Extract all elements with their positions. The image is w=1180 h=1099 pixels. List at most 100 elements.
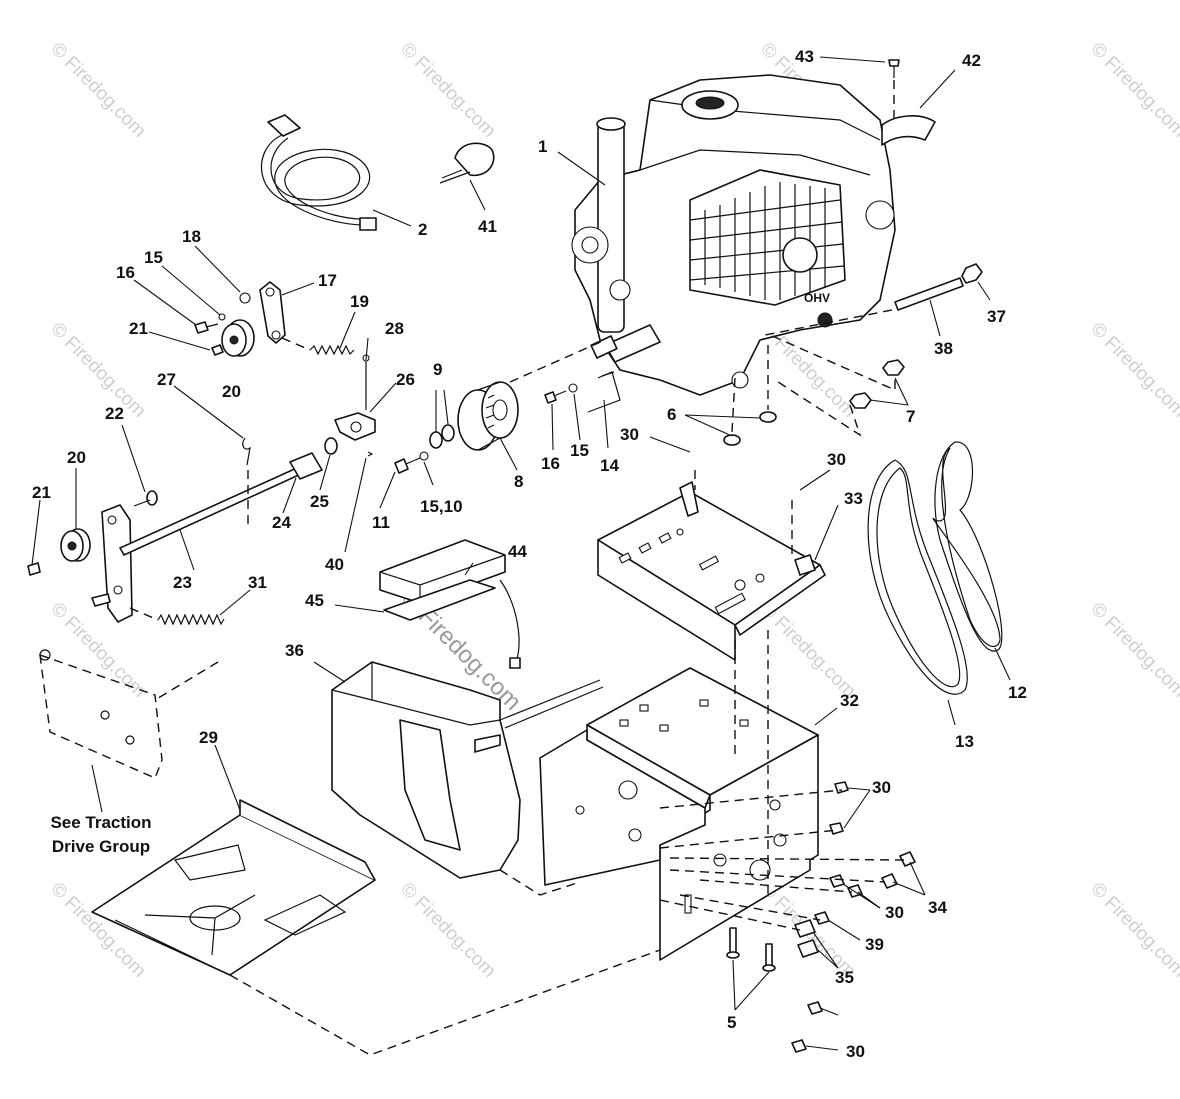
callout-29: 29 bbox=[199, 728, 218, 747]
callout-7: 7 bbox=[906, 407, 915, 426]
callout-11: 11 bbox=[372, 513, 390, 532]
star-washers-6 bbox=[723, 411, 777, 446]
watermark: © Firedog.com bbox=[1086, 599, 1180, 702]
callout-5: 5 bbox=[727, 1013, 736, 1032]
washer-15-10 bbox=[419, 451, 429, 461]
ignition-key bbox=[439, 142, 495, 184]
callout-18: 18 bbox=[182, 227, 201, 246]
callout-12: 12 bbox=[1008, 683, 1027, 702]
callout-16b: 16 bbox=[541, 454, 560, 473]
extension-cord bbox=[260, 114, 377, 231]
callout-36: 36 bbox=[285, 641, 304, 660]
bolt-22 bbox=[133, 490, 158, 507]
callout-41: 41 bbox=[478, 217, 497, 236]
callout-23: 23 bbox=[173, 573, 192, 592]
callout-16a: 16 bbox=[116, 263, 135, 282]
rod-38 bbox=[894, 263, 983, 311]
callout-19: 19 bbox=[350, 292, 369, 311]
watermark: © Firedog.com bbox=[1086, 319, 1180, 422]
nut-21 bbox=[27, 562, 41, 576]
hardware-right bbox=[726, 781, 916, 1053]
watermark: © Firedog.com bbox=[1086, 39, 1180, 142]
callout-44: 44 bbox=[508, 542, 527, 561]
small-hardware bbox=[194, 292, 251, 356]
idler-bracket bbox=[259, 281, 286, 344]
callout-27: 27 bbox=[157, 370, 176, 389]
washer-15 bbox=[568, 383, 578, 393]
callout-45: 45 bbox=[305, 591, 324, 610]
housing-36 bbox=[331, 661, 604, 879]
watermark: © Firedog.com bbox=[46, 599, 149, 702]
air-filter-44 bbox=[379, 539, 521, 669]
belt-13 bbox=[867, 459, 968, 695]
washers-9 bbox=[429, 424, 455, 449]
callout-28: 28 bbox=[385, 319, 404, 338]
nut-37 bbox=[961, 263, 983, 284]
callout-30c: 30 bbox=[872, 778, 891, 797]
callout-32: 32 bbox=[840, 691, 859, 710]
callout-31: 31 bbox=[248, 573, 267, 592]
callout-25: 25 bbox=[310, 492, 329, 511]
callout-15a: 15 bbox=[144, 248, 163, 267]
traction-drive-note: See Traction Drive Group bbox=[50, 813, 151, 856]
callout-33: 33 bbox=[844, 489, 863, 508]
callout-2: 2 bbox=[418, 220, 427, 239]
cotter-pin-27 bbox=[242, 437, 251, 466]
callout-21b: 21 bbox=[32, 483, 51, 502]
frame-32 bbox=[539, 667, 819, 961]
belt-12 bbox=[932, 441, 1003, 652]
callout-20a: 20 bbox=[222, 382, 241, 401]
watermark: © Firedog.com bbox=[756, 599, 859, 702]
drive-pulley bbox=[457, 381, 519, 451]
callout-30e: 30 bbox=[846, 1042, 865, 1061]
note-line-1: See Traction bbox=[50, 813, 151, 832]
traction-drive-plate bbox=[39, 649, 163, 779]
bolt-11 bbox=[394, 457, 421, 474]
pin-28 bbox=[362, 354, 370, 410]
pulley-20 bbox=[60, 528, 91, 562]
callout-14: 14 bbox=[600, 456, 619, 475]
spring-19 bbox=[309, 344, 355, 356]
callouts: 1 2 41 42 43 18 15 16 17 19 21 20 28 26 … bbox=[32, 47, 1027, 1061]
engine: OHV bbox=[571, 74, 896, 396]
callout-26: 26 bbox=[396, 370, 415, 389]
callout-21a: 21 bbox=[129, 319, 148, 338]
callout-17: 17 bbox=[318, 271, 337, 290]
callout-40: 40 bbox=[325, 555, 344, 574]
pivot-arm bbox=[91, 504, 133, 623]
pin-40 bbox=[367, 451, 374, 457]
bushing-24 bbox=[289, 452, 323, 480]
idler-pulley bbox=[221, 319, 255, 357]
svg-text:OHV: OHV bbox=[804, 291, 830, 305]
watermark: © Firedog.com bbox=[46, 39, 149, 142]
screw-43 bbox=[888, 59, 900, 78]
callout-39: 39 bbox=[865, 935, 884, 954]
callout-35: 35 bbox=[835, 968, 854, 987]
bolt-16 bbox=[544, 390, 567, 404]
callout-37: 37 bbox=[987, 307, 1006, 326]
callout-20b: 20 bbox=[67, 448, 86, 467]
watermark: © Firedog.com bbox=[396, 39, 499, 142]
callout-30a: 30 bbox=[620, 425, 639, 444]
bottom-pan-29 bbox=[91, 799, 376, 976]
cover-plate bbox=[881, 115, 936, 146]
callout-30b: 30 bbox=[827, 450, 846, 469]
nuts-7 bbox=[849, 359, 905, 409]
callout-15-10: 15,10 bbox=[420, 497, 463, 516]
callout-43: 43 bbox=[795, 47, 814, 66]
callout-9: 9 bbox=[433, 360, 442, 379]
watermark: © Firedog.com bbox=[396, 879, 499, 982]
callout-42: 42 bbox=[962, 51, 981, 70]
washer-25 bbox=[324, 437, 338, 455]
callout-34: 34 bbox=[928, 898, 947, 917]
callout-6: 6 bbox=[667, 405, 676, 424]
callout-30d: 30 bbox=[885, 903, 904, 922]
callout-13: 13 bbox=[955, 732, 974, 751]
callout-22: 22 bbox=[105, 404, 124, 423]
callout-38: 38 bbox=[934, 339, 953, 358]
spring-31 bbox=[157, 613, 225, 626]
callout-8: 8 bbox=[514, 472, 523, 491]
callout-1: 1 bbox=[538, 137, 547, 156]
